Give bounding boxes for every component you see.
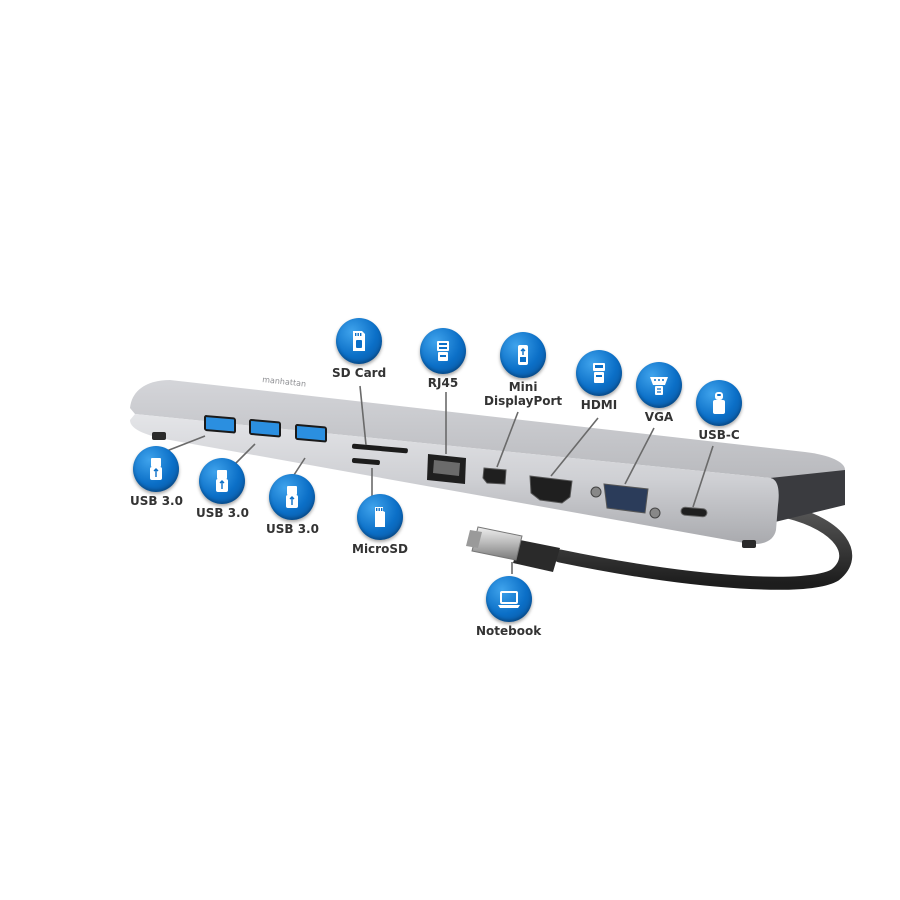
callout-usb-3-0: USB 3.0 — [130, 446, 183, 509]
callout-hdmi: HDMI — [576, 350, 622, 413]
usb-c-connector — [466, 526, 560, 572]
svg-text:manhattan: manhattan — [262, 375, 307, 389]
vga-plug-icon — [636, 362, 682, 408]
microsd-slot — [351, 457, 380, 466]
sd-card-icon — [336, 318, 383, 364]
ethernet-plug-icon — [420, 328, 466, 374]
rj45-port — [427, 454, 466, 484]
microsd-card-icon — [356, 494, 403, 540]
usb-a-port — [204, 415, 236, 434]
callout-label: Notebook — [476, 624, 542, 638]
callout-usb-3-0: USB 3.0 — [266, 474, 319, 537]
usb-a-port — [295, 424, 327, 443]
callout-label: USB 3.0 — [130, 494, 183, 508]
callout-rj45: RJ45 — [420, 328, 466, 391]
callout-label: Mini DisplayPort — [484, 380, 563, 409]
callout-notebook: Notebook — [476, 576, 541, 639]
callout-label: MicroSD — [352, 542, 408, 556]
callout-label: HDMI — [580, 398, 618, 412]
callout-label: VGA — [644, 410, 674, 424]
usb-plug-icon — [269, 474, 316, 520]
hdmi-port — [529, 475, 573, 504]
usb-c-plug-icon — [696, 380, 742, 426]
callout-sd-card: SD Card — [332, 318, 386, 381]
callout-label: SD Card — [332, 366, 387, 380]
laptop-icon — [485, 576, 532, 622]
callout-usb-c: USB-C — [696, 380, 742, 443]
usb-c-port — [680, 506, 708, 518]
sd-card-slot — [352, 443, 408, 454]
mini-displayport-port — [482, 467, 507, 485]
usb-a-port — [249, 418, 281, 438]
vga-port — [590, 483, 661, 519]
minidisplayport-plug-icon — [500, 332, 547, 378]
dock-rear-edge — [770, 470, 845, 522]
callout-label-line: DisplayPort — [484, 393, 563, 408]
callout-label: RJ45 — [427, 376, 459, 390]
dock-top-surface — [130, 380, 845, 478]
callout-vga: VGA — [636, 362, 682, 425]
usb-c-cable — [553, 505, 853, 590]
callout-mini-displayport: Mini DisplayPort — [484, 332, 562, 409]
callout-label: USB 3.0 — [266, 522, 319, 536]
callout-label: USB-C — [698, 428, 740, 442]
callout-label: USB 3.0 — [196, 506, 249, 520]
callout-label-line: Mini — [508, 380, 538, 394]
callout-microsd: MicroSD — [352, 494, 408, 557]
usb-plug-icon — [133, 446, 180, 492]
usb-plug-icon — [199, 458, 246, 504]
callout-usb-3-0: USB 3.0 — [196, 458, 249, 521]
hdmi-plug-icon — [576, 350, 622, 396]
